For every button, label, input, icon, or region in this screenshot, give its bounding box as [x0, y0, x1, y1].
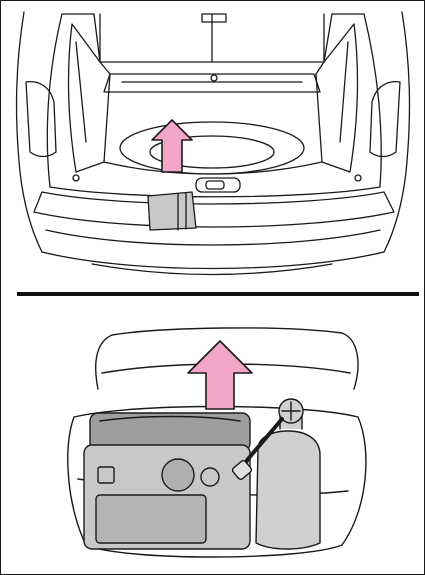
bolt-right [355, 175, 361, 181]
seatback-lines [100, 14, 324, 62]
tire-repair-kit-panel [2, 299, 423, 573]
sealant-bottle [256, 431, 320, 549]
pressure-gauge [162, 459, 194, 491]
seat-latch [202, 14, 226, 22]
trunk-overview-panel [2, 2, 423, 291]
bumper-lower [46, 230, 380, 245]
panel-divider [17, 292, 419, 296]
trunk-overview-illustration [2, 2, 423, 291]
up-arrow-icon [152, 120, 192, 172]
tail-lamp-right [370, 82, 400, 157]
tonneau-clip [211, 75, 217, 81]
tire-well [120, 122, 304, 174]
trim-right [316, 24, 357, 172]
tire-repair-kit-illustration [2, 299, 423, 573]
trunk-latch [196, 178, 240, 192]
tail-lamp-left [26, 82, 56, 157]
trunk-opening [47, 14, 381, 197]
kit-bag-small [148, 192, 196, 230]
compressor-panel [96, 495, 206, 543]
bumper-bottom [42, 252, 384, 269]
trim-left [69, 24, 110, 172]
latch-button [206, 181, 224, 189]
bolt-left [73, 175, 79, 181]
up-arrow-icon [188, 341, 252, 409]
